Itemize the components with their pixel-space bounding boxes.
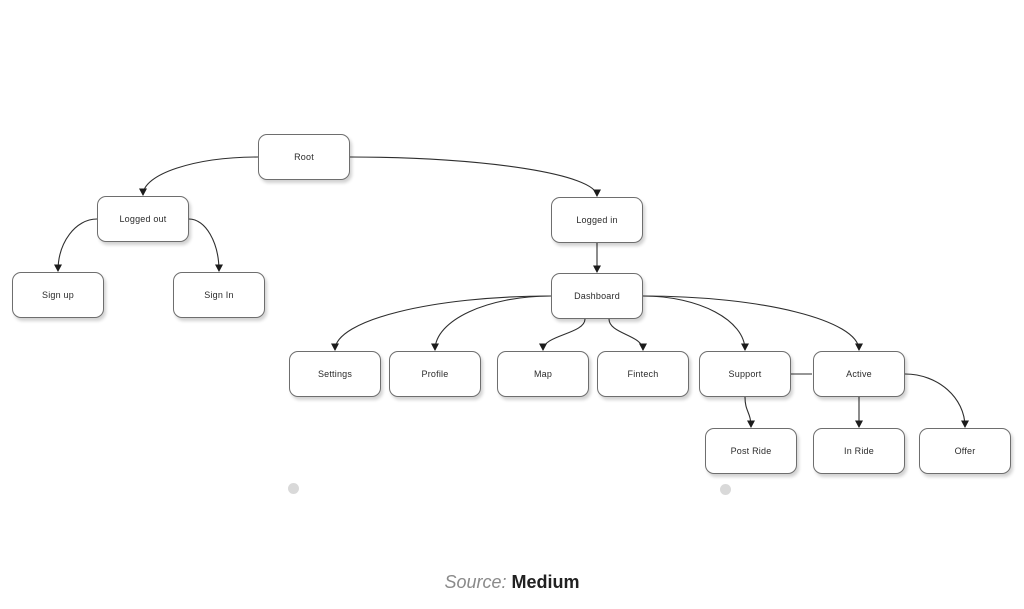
edge-dashboard-support [642, 295, 749, 351]
edge-active-offer [904, 373, 969, 428]
node-label-dashboard: Dashboard [574, 291, 620, 301]
edge-dashboard-settings [331, 295, 552, 351]
edge-dashboard-fintech [608, 318, 647, 351]
node-label-sign-up: Sign up [42, 290, 74, 300]
edge-dashboard-active [642, 295, 863, 351]
node-offer: Offer [919, 428, 1011, 474]
node-profile: Profile [389, 351, 481, 397]
node-label-logged-out: Logged out [119, 214, 167, 224]
edge-dashboard-map [539, 318, 586, 351]
node-logged-in: Logged in [551, 197, 643, 243]
source-label: Source: [444, 572, 507, 592]
node-label-fintech: Fintech [627, 369, 659, 379]
node-label-sign-in: Sign In [204, 290, 234, 300]
node-settings: Settings [289, 351, 381, 397]
node-fintech: Fintech [597, 351, 689, 397]
edge-logged-out-sign-up [54, 218, 98, 272]
node-sign-up: Sign up [12, 272, 104, 318]
node-support: Support [699, 351, 791, 397]
dot-1 [288, 483, 299, 494]
source-value: Medium [511, 572, 580, 592]
node-label-in-ride: In Ride [844, 446, 874, 456]
edge-root-logged-out [139, 156, 259, 196]
node-label-logged-in: Logged in [576, 215, 618, 225]
node-label-post-ride: Post Ride [730, 446, 772, 456]
node-active: Active [813, 351, 905, 397]
node-label-active: Active [846, 369, 872, 379]
edge-root-logged-in [349, 156, 601, 197]
node-logged-out: Logged out [97, 196, 189, 242]
node-label-map: Map [533, 369, 553, 379]
node-in-ride: In Ride [813, 428, 905, 474]
node-label-settings: Settings [317, 369, 353, 379]
node-dashboard: Dashboard [551, 273, 643, 319]
edge-support-post-ride [744, 396, 755, 428]
node-label-offer: Offer [954, 446, 976, 456]
caption: Source: Medium [0, 572, 1024, 593]
node-post-ride: Post Ride [705, 428, 797, 474]
node-label-root: Root [294, 152, 314, 162]
node-label-support: Support [728, 369, 762, 379]
dot-2 [720, 484, 731, 495]
node-map: Map [497, 351, 589, 397]
node-root: Root [258, 134, 350, 180]
node-sign-in: Sign In [173, 272, 265, 318]
node-label-profile: Profile [421, 369, 449, 379]
edge-dashboard-profile [431, 295, 552, 351]
edge-logged-out-sign-in [188, 218, 223, 272]
